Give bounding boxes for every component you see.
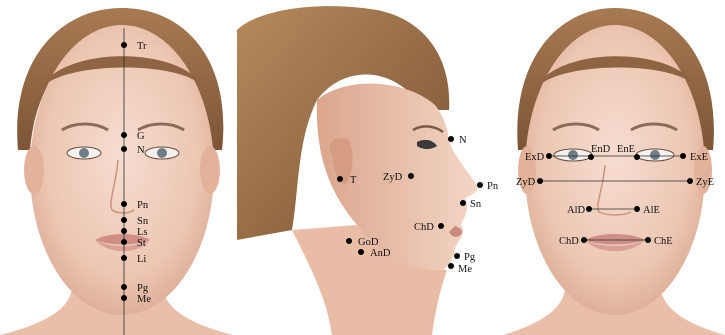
frontal-face-illustration: Tr G N Pn Sn Ls St Li Pg Me [0,0,233,335]
landmark-label: Me [458,264,472,275]
frontal-bilateral-panel: ExD EnD EnE ExE ZyD ZyE AlD AlE ChD ChE [503,0,725,335]
landmark-label: Me [137,294,151,305]
landmark-label: ExD [525,152,545,163]
landmark-label: EnE [617,144,635,155]
landmark-label: St [137,238,146,249]
landmark-label: AnD [370,248,391,259]
landmark-label: EnD [591,144,611,155]
face-shape [30,25,214,315]
landmark-label: ZyD [383,172,403,183]
landmark-label: Pn [487,181,499,192]
landmark-label: ChD [559,236,579,247]
landmark-label: Pg [464,252,476,263]
landmark-me: Me [448,263,472,275]
landmark-label: Li [137,254,146,265]
landmark-label: G [137,131,145,142]
landmark-label: T [350,175,357,186]
right-ear-shape [200,146,220,194]
left-iris-shape [79,148,89,158]
right-iris-shape [157,148,167,158]
landmark-label: Pg [137,283,149,294]
left-ear-shape [24,146,44,194]
landmark-label: N [459,135,467,146]
landmark-label: ZyD [516,177,536,188]
face-shape [525,25,705,315]
landmark-label: GoD [358,237,379,248]
landmark-pn: Pn [477,181,499,192]
landmark-label: Sn [470,199,482,210]
landmark-pg: Pg [454,252,476,263]
right-iris-shape [650,150,660,160]
landmark-label: ChD [414,222,434,233]
landmark-label: AlE [643,205,660,216]
landmark-label: Ls [137,227,148,238]
landmark-label: Sn [137,216,149,227]
left-iris-shape [568,150,578,160]
landmark-n: N [448,135,467,146]
landmark-label: Pn [137,200,149,211]
profile-face-illustration: N T ZyD Pn Sn ChD GoD AnD Pg Me [237,0,499,335]
landmark-label: AlD [567,205,586,216]
landmark-label: N [137,145,145,156]
landmark-label: Tr [137,41,147,52]
frontal-midline-panel: Tr G N Pn Sn Ls St Li Pg Me [0,0,233,335]
landmark-label: ChE [654,236,673,247]
profile-panel: N T ZyD Pn Sn ChD GoD AnD Pg Me [237,0,499,335]
landmark-label: ExE [690,152,708,163]
frontal-face-illustration: ExD EnD EnE ExE ZyD ZyE AlD AlE ChD ChE [503,0,725,335]
landmark-label: ZyE [696,177,714,188]
